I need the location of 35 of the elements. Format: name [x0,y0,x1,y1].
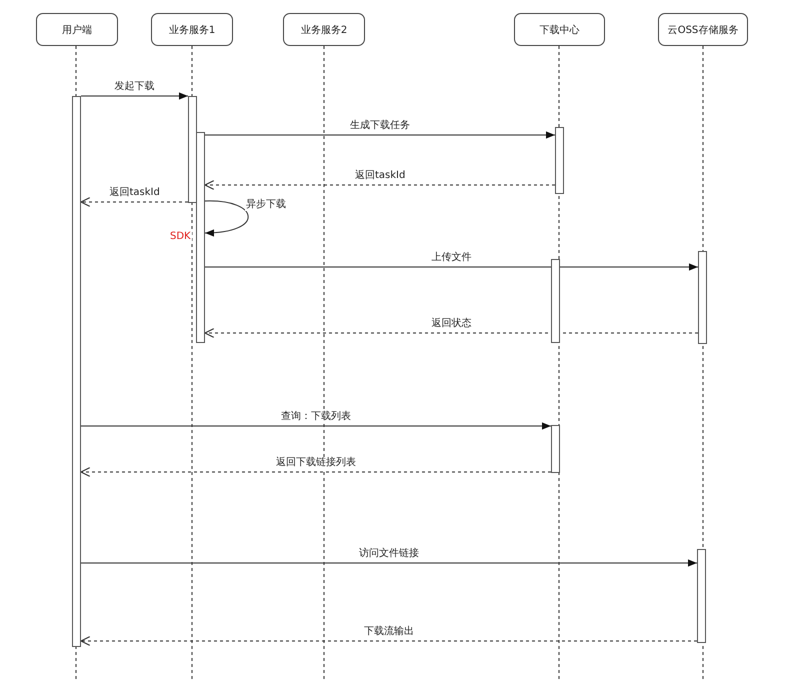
message-arrow [204,131,556,139]
activation-bar [551,425,560,473]
edge-label: 查询：下载列表 [280,411,352,423]
activation-bar [188,96,197,203]
self-message-arrow [204,200,249,236]
return-arrow [80,196,188,208]
activation-bar [555,127,564,194]
edge-label: 返回taskId [108,187,161,199]
return-arrow [204,328,698,338]
activation-bar [697,549,706,643]
message-arrow [80,559,698,567]
edge-label: 返回状态 [430,318,472,330]
edge-label: 生成下载任务 [349,120,411,132]
edge-label: 下载流输出 [363,626,415,638]
edge-label: 发起下载 [114,81,156,93]
activation-bar [72,96,81,647]
edge-label: 上传文件 [430,252,472,264]
edge-label: 返回下载链接列表 [275,457,357,469]
edge-label: 异步下载 [245,199,287,211]
message-arrow [204,263,698,271]
edge-label: 返回taskId [354,170,406,182]
return-arrow [80,636,698,646]
edge-label: 访问文件链接 [358,548,420,560]
participant-box: 下载中心 [514,13,605,46]
message-arrow [80,422,552,430]
activation-bar [196,132,205,343]
activation-bar [698,251,707,344]
activation-bar [551,259,560,343]
participant-box: 业务服务1 [151,13,233,46]
participant-box: 业务服务2 [283,13,365,46]
message-arrow [80,92,188,100]
participant-box: 云OSS存储服务 [658,13,748,46]
return-arrow [204,180,556,190]
participant-box: 用户端 [36,13,118,46]
return-arrow [80,466,552,478]
